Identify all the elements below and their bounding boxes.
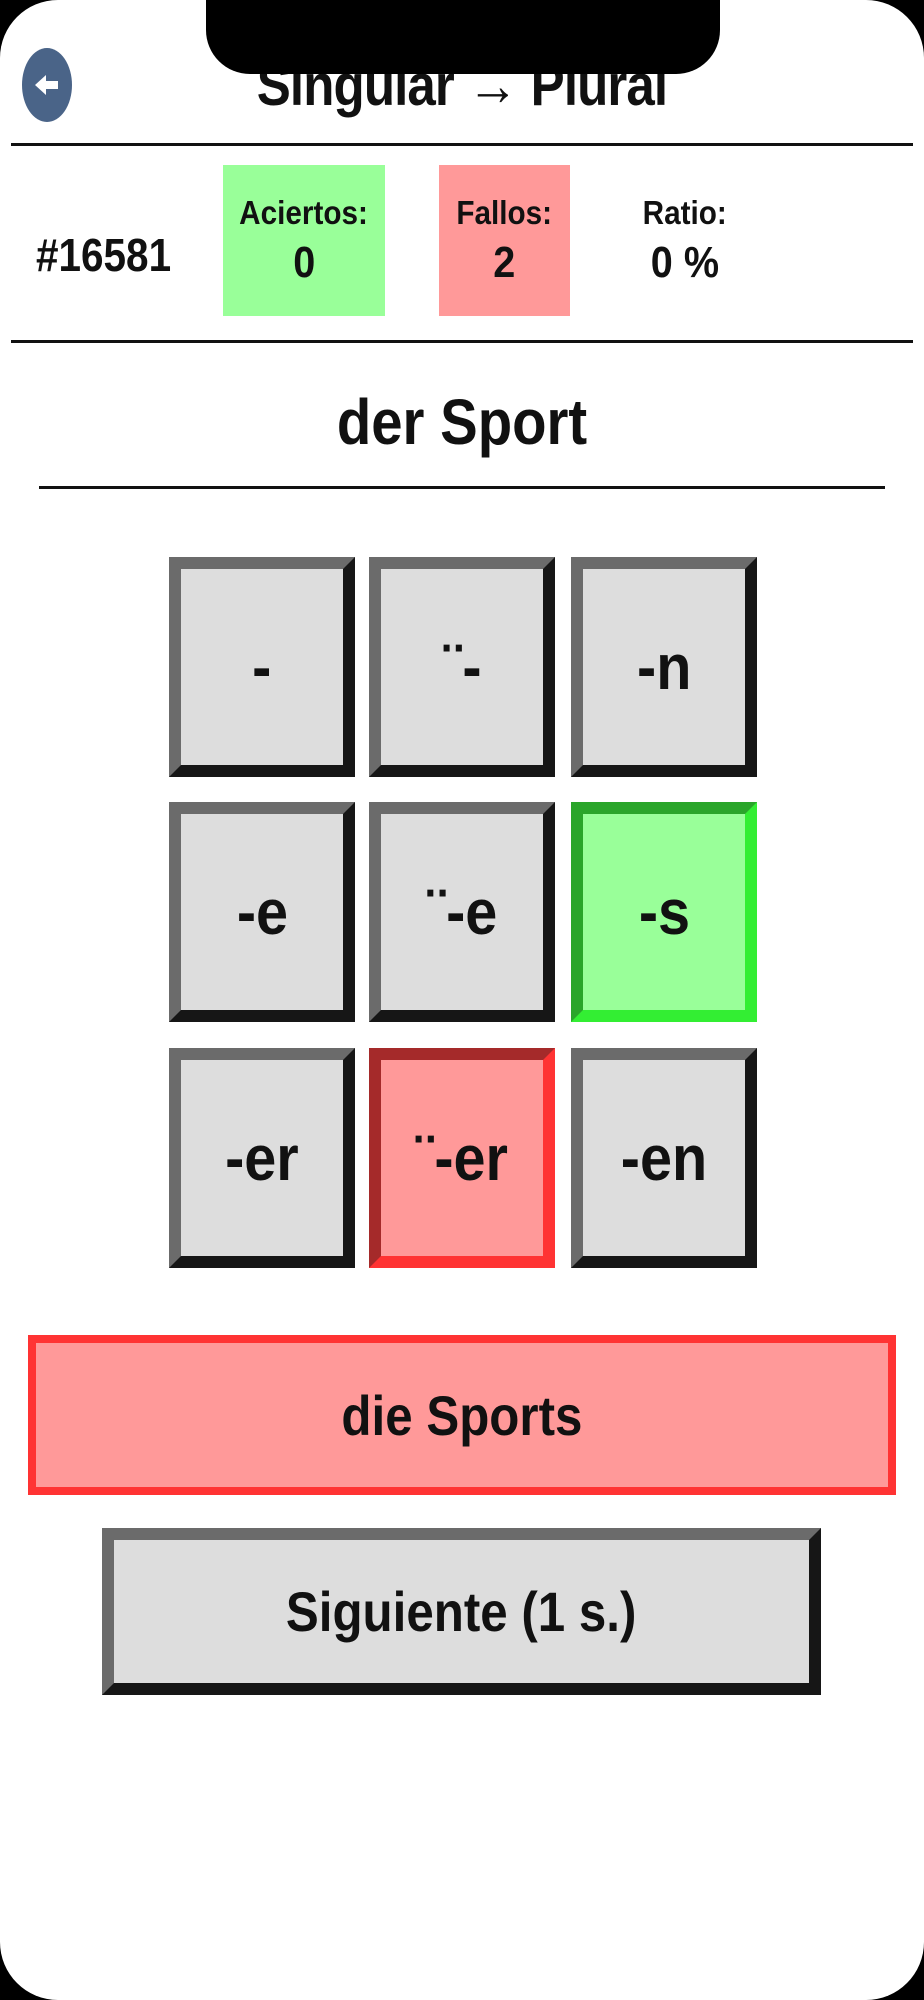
header-divider	[11, 143, 913, 146]
arrow-left-icon	[35, 75, 58, 95]
option-button-6[interactable]: -s	[571, 802, 757, 1022]
back-button[interactable]	[22, 48, 72, 122]
aciertos-label: Aciertos:	[239, 193, 369, 231]
option-label: -e	[236, 876, 288, 948]
quiz-id: #16581	[36, 229, 172, 281]
fallos-label: Fallos:	[456, 193, 553, 231]
option-label: -s	[638, 876, 690, 948]
stats-divider	[11, 340, 913, 343]
ratio-label: Ratio:	[642, 193, 728, 231]
option-button-4[interactable]: -e	[169, 802, 355, 1022]
option-button-9[interactable]: -en	[571, 1048, 757, 1268]
correct-answer-banner: die Sports	[28, 1335, 896, 1495]
option-button-7[interactable]: -er	[169, 1048, 355, 1268]
answer-text: die Sports	[341, 1383, 583, 1447]
singular-word: der Sport	[336, 386, 588, 458]
option-label: -er	[225, 1122, 299, 1194]
option-button-3[interactable]: -n	[571, 557, 757, 777]
ratio-stat: Ratio: 0 %	[620, 165, 750, 316]
aciertos-value: 0	[292, 237, 316, 287]
ratio-value: 0 %	[650, 237, 720, 287]
option-label: -en	[620, 1122, 708, 1194]
option-label: -	[252, 631, 272, 703]
option-button-8[interactable]: ¨-er	[369, 1048, 555, 1268]
option-label: ¨-e	[426, 876, 498, 948]
device-notch	[206, 0, 720, 74]
option-label: ¨-	[442, 631, 482, 703]
next-button-label: Siguiente (1 s.)	[286, 1580, 637, 1643]
option-button-2[interactable]: ¨-	[369, 557, 555, 777]
option-label: -n	[636, 631, 692, 703]
option-button-1[interactable]: -	[169, 557, 355, 777]
fallos-stat: Fallos: 2	[439, 165, 570, 316]
word-divider	[39, 486, 885, 489]
option-label: ¨-er	[415, 1122, 509, 1194]
option-button-5[interactable]: ¨-e	[369, 802, 555, 1022]
aciertos-stat: Aciertos: 0	[223, 165, 385, 316]
fallos-value: 2	[493, 237, 516, 287]
next-button[interactable]: Siguiente (1 s.)	[102, 1528, 821, 1695]
